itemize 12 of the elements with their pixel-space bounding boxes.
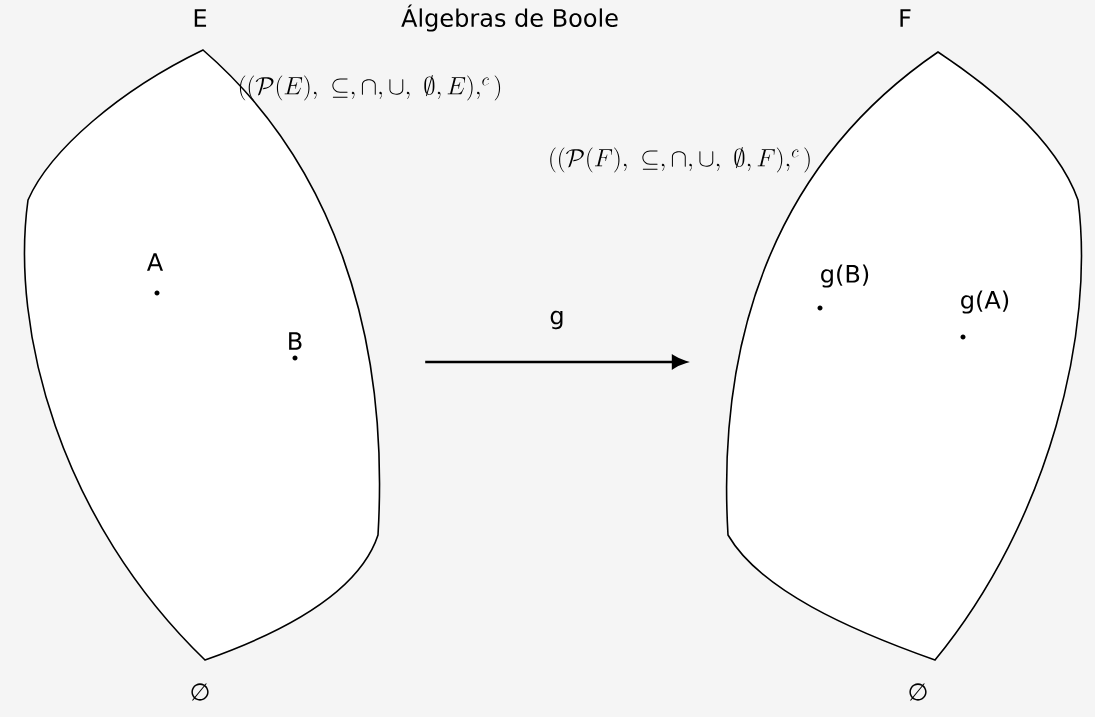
algebra-formula: $((\mathcal{P}(F),\ \subseteq,\cap,\cup,\ \emptyset,F),^{c})$ [550, 147, 810, 173]
point-label: g(B) [821, 264, 869, 288]
arrow [425, 355, 687, 369]
node-label: F [900, 9, 911, 27]
edge-label: g [550, 310, 563, 330]
point-label: A [147, 253, 163, 271]
node-label: ∅ [191, 683, 209, 701]
point-label: B [289, 332, 302, 350]
node-label: ∅ [909, 683, 927, 701]
title: Álgebras de Boole [401, 4, 618, 32]
node-label: E [194, 9, 207, 27]
point-label: g(A) [961, 290, 1009, 314]
